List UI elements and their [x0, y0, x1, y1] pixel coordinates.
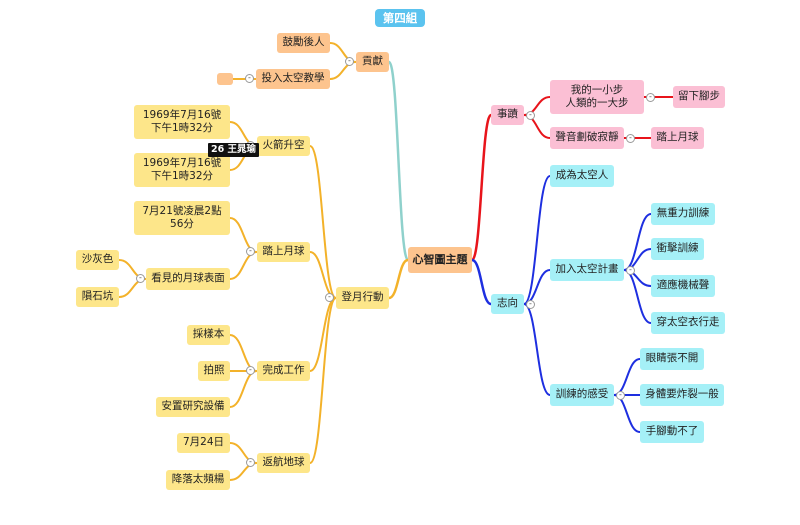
- node-machine[interactable]: 適應機械聲: [651, 275, 715, 297]
- node-hands[interactable]: 手腳動不了: [640, 421, 704, 443]
- node-teaching[interactable]: 投入太空教學: [256, 69, 330, 89]
- node-surface[interactable]: 看見的月球表面: [146, 268, 230, 290]
- link-work-equipment: [229, 370, 258, 408]
- node-return-date[interactable]: 7月24日: [177, 433, 230, 453]
- node-astronaut[interactable]: 成為太空人: [550, 165, 614, 187]
- node-footprint[interactable]: 留下腳步: [673, 86, 725, 108]
- link-action-return: [309, 297, 337, 464]
- node-zero-g[interactable]: 無重力訓練: [651, 203, 715, 225]
- node-launch[interactable]: 火箭升空: [257, 136, 310, 156]
- collapse-toggle-sound[interactable]: -: [626, 134, 635, 143]
- collapse-toggle-on-moon[interactable]: -: [246, 247, 255, 256]
- node-photo[interactable]: 拍照: [198, 361, 230, 381]
- node-eyes[interactable]: 眼睛張不開: [640, 348, 704, 370]
- node-launch-time-2[interactable]: 1969年7月16號 下午1時32分: [134, 153, 230, 187]
- node-deeds[interactable]: 事蹟: [491, 105, 524, 125]
- mindmap-title: 第四組: [375, 9, 425, 27]
- node-contribution[interactable]: 貢獻: [356, 52, 389, 72]
- node-landing-time[interactable]: 7月21號凌晨2點 56分: [134, 201, 230, 235]
- central-topic[interactable]: 心智圖主題: [408, 247, 472, 273]
- node-teaching-child[interactable]: [217, 73, 233, 85]
- link-action-launch: [309, 145, 337, 299]
- node-launch-time-1[interactable]: 1969年7月16號 下午1時32分: [134, 105, 230, 139]
- node-moon-action[interactable]: 登月行動: [336, 287, 389, 309]
- collapse-toggle-surface[interactable]: -: [136, 274, 145, 283]
- node-sound[interactable]: 聲音劃破寂靜: [550, 127, 624, 149]
- link-center-moon-action: [387, 258, 410, 300]
- collapse-toggle-ambition[interactable]: -: [526, 300, 535, 309]
- node-pacific[interactable]: 降落太頻楊: [166, 470, 230, 490]
- link-work-sample: [229, 334, 258, 372]
- node-sample[interactable]: 採樣本: [187, 325, 230, 345]
- link-action-work: [309, 297, 337, 372]
- node-return[interactable]: 返航地球: [257, 453, 310, 473]
- collapse-toggle-moon-action[interactable]: -: [325, 293, 334, 302]
- link-program-zero-g: [623, 213, 652, 271]
- link-ambition-astronaut: [523, 175, 551, 305]
- node-on-moon[interactable]: 踏上月球: [257, 242, 310, 262]
- collapse-toggle-feeling[interactable]: -: [616, 391, 625, 400]
- link-feeling-hands: [613, 394, 641, 433]
- link-feeling-eyes: [613, 358, 641, 396]
- collapse-toggle-deeds[interactable]: -: [526, 111, 535, 120]
- link-ambition-feeling: [523, 303, 551, 396]
- node-work[interactable]: 完成工作: [257, 361, 310, 381]
- node-crater[interactable]: 隕石坑: [76, 287, 119, 307]
- collaborator-tag: 26 王晁瑜: [208, 143, 260, 157]
- node-feeling[interactable]: 訓練的感受: [550, 384, 614, 406]
- collapse-toggle-small-step[interactable]: -: [646, 93, 655, 102]
- collapse-toggle-return[interactable]: -: [246, 458, 255, 467]
- node-moon-step[interactable]: 踏上月球: [651, 127, 704, 149]
- node-encourage[interactable]: 鼓勵後人: [277, 33, 330, 53]
- link-center-deeds: [470, 113, 493, 262]
- node-impact[interactable]: 衝擊訓練: [651, 238, 704, 260]
- link-center-ambition: [470, 258, 493, 306]
- node-equipment[interactable]: 安置研究設備: [156, 397, 230, 417]
- link-on-moon-surface: [229, 251, 258, 280]
- node-body[interactable]: 身體要炸裂一般: [640, 384, 724, 406]
- collapse-toggle-program[interactable]: -: [626, 266, 635, 275]
- node-suit[interactable]: 穿太空衣行走: [651, 312, 725, 334]
- collapse-toggle-teaching[interactable]: -: [245, 74, 254, 83]
- collapse-toggle-work[interactable]: -: [246, 366, 255, 375]
- node-ambition[interactable]: 志向: [491, 294, 524, 314]
- collapse-toggle-contribution[interactable]: -: [345, 57, 354, 66]
- node-gray[interactable]: 沙灰色: [76, 250, 119, 270]
- node-program[interactable]: 加入太空計畫: [550, 259, 624, 281]
- node-small-step[interactable]: 我的一小步 人類的一大步: [550, 80, 644, 114]
- link-center-contribution: [387, 60, 410, 262]
